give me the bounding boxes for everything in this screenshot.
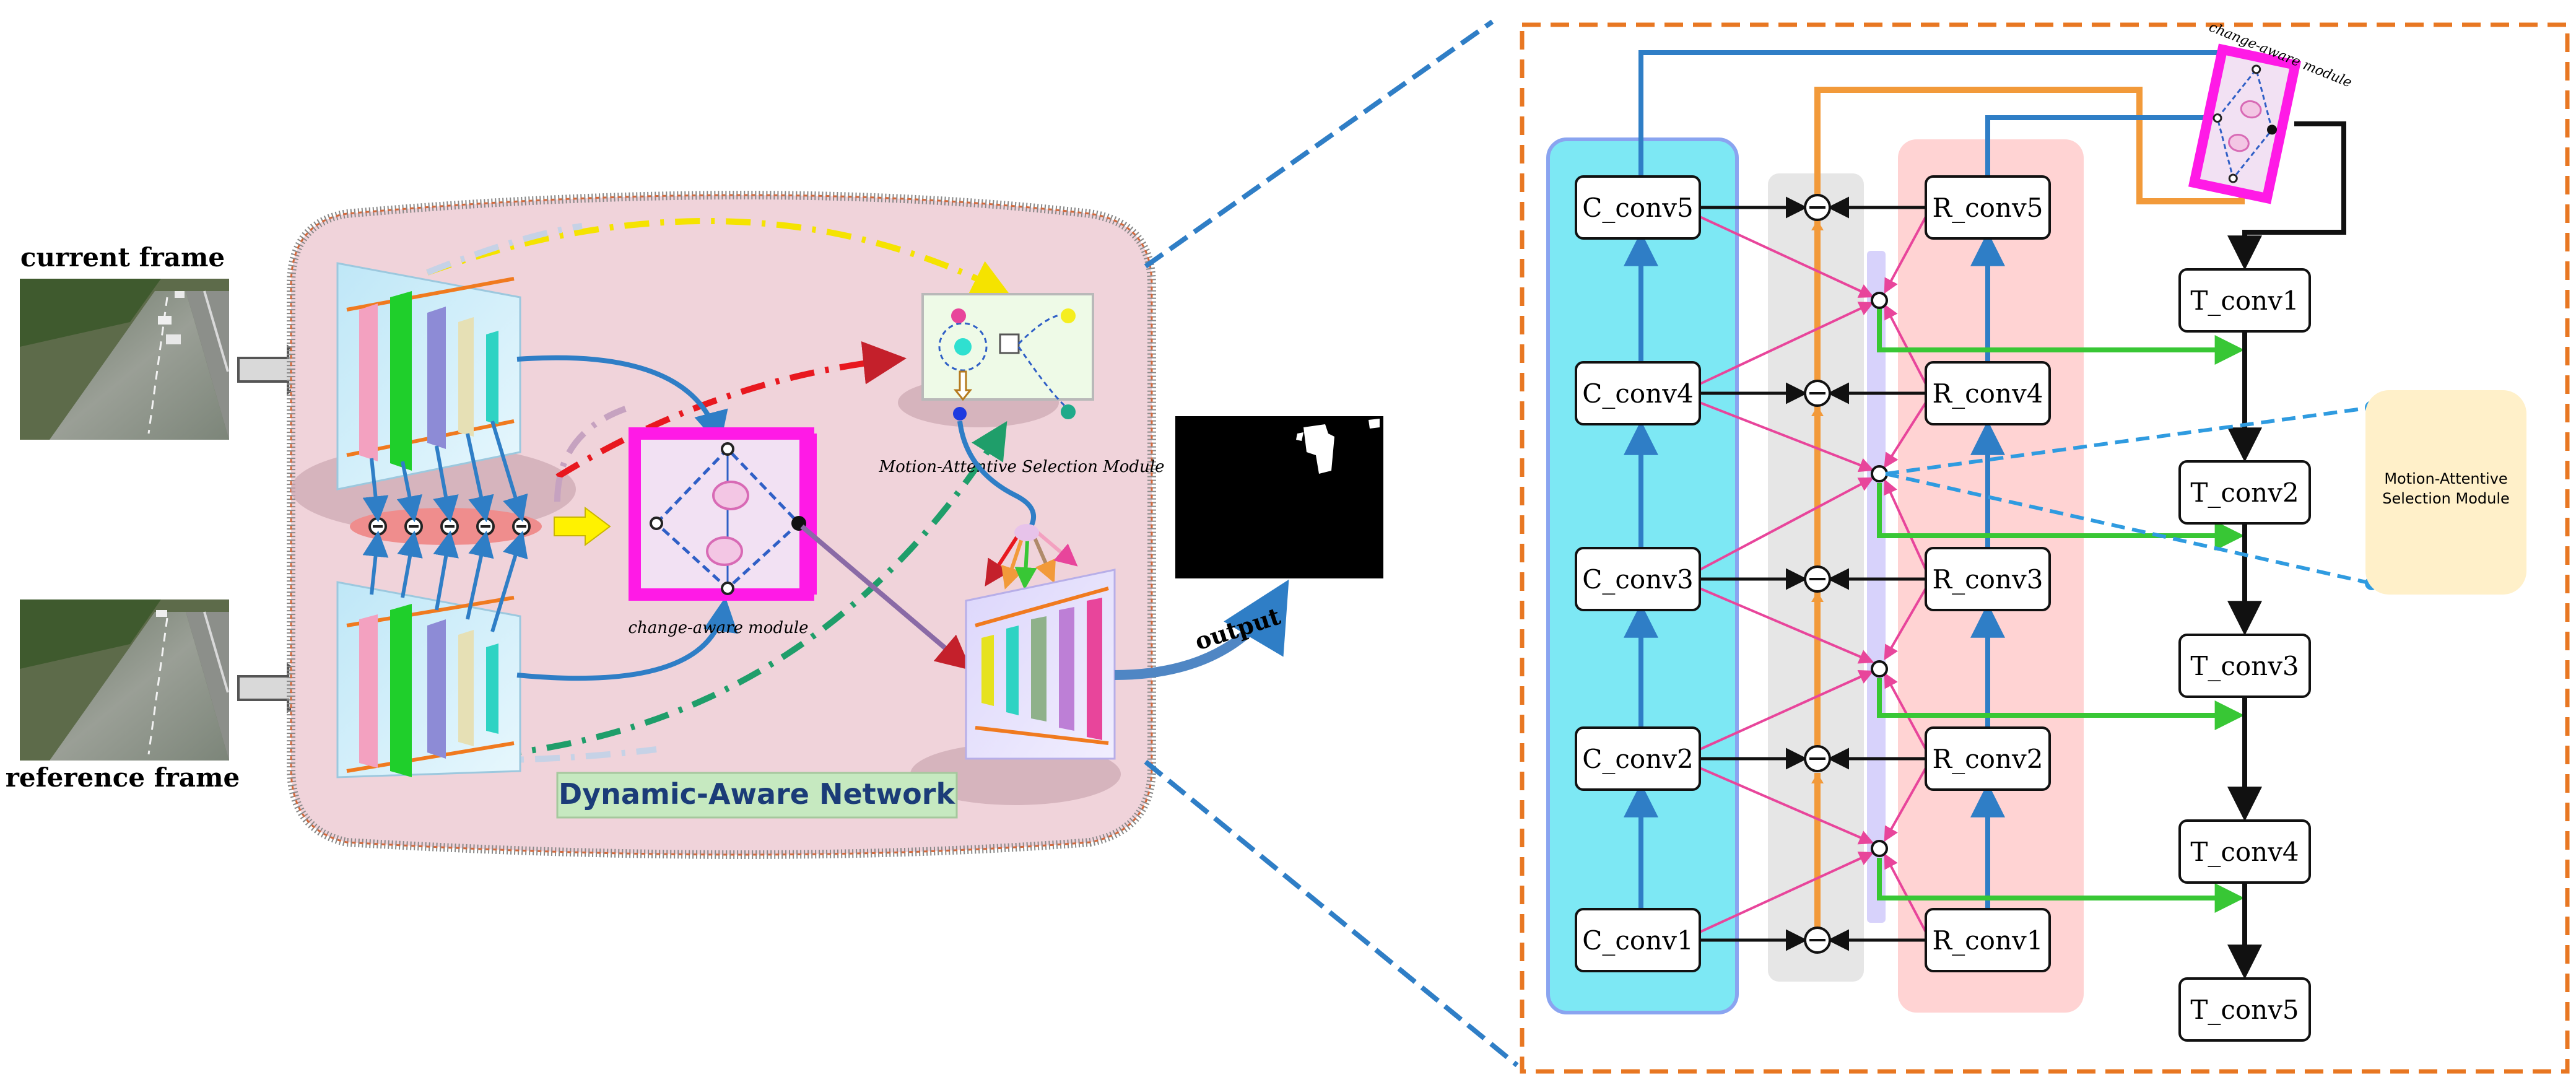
- skip-arc-red: [555, 341, 907, 480]
- motion-attentive-module-box: [2365, 390, 2526, 595]
- t-column-arrows: [2227, 121, 2346, 980]
- t-conv5-label: T_conv5: [2190, 995, 2299, 1025]
- current-frame-label: current frame: [20, 242, 225, 272]
- change-aware-label: change-aware module: [628, 619, 808, 637]
- t-conv1-label: T_conv1: [2190, 286, 2299, 316]
- motion-module-links: [1885, 406, 2372, 585]
- left-panel: current frame reference frame: [6, 191, 1383, 859]
- r-conv1-label: R_conv1: [1933, 925, 2043, 956]
- t-conv4-label: T_conv4: [2190, 837, 2299, 867]
- change-aware-module-small: [2188, 43, 2302, 204]
- minus-circle-icon: [368, 517, 531, 536]
- encoder-current: [336, 262, 521, 490]
- junction-circles: [1871, 292, 1888, 857]
- motion-attentive-module: [921, 293, 1094, 421]
- output-arrow: [1114, 579, 1289, 680]
- current-frame-image: [20, 279, 229, 440]
- network-title: Dynamic-Aware Network: [559, 777, 956, 811]
- r-conv2-label: R_conv2: [1933, 744, 2043, 774]
- c-conv3-label: C_conv3: [1582, 564, 1693, 595]
- reference-frame-label: reference frame: [6, 762, 240, 793]
- decoder: [965, 569, 1116, 760]
- encoder-reference: [336, 581, 521, 778]
- c-conv5-label: C_conv5: [1582, 193, 1693, 223]
- orange-arrowheads: [1811, 220, 1824, 783]
- r-layer-boxes: [1925, 175, 2051, 972]
- skip-arc-green: [445, 421, 1007, 762]
- green-links: [1877, 307, 2245, 913]
- network-title-box: [556, 772, 958, 819]
- r-conv5-label: R_conv5: [1933, 193, 2043, 223]
- r-conv4-label: R_conv4: [1933, 378, 2043, 409]
- arrow-right-icon: [554, 507, 611, 546]
- minus-links: [1700, 196, 1926, 951]
- encoder-links: [362, 421, 528, 632]
- zoom-line-bottom: [1144, 759, 1519, 1068]
- output-label: output: [1191, 602, 1284, 656]
- minus-circle-icon: [1804, 194, 1831, 954]
- output-mask-image: [1175, 416, 1383, 578]
- t-layer-boxes: [2178, 268, 2311, 1042]
- attention-bar: [1867, 251, 1886, 923]
- t-conv3-label: T_conv3: [2190, 651, 2299, 681]
- c-conv4-label: C_conv4: [1582, 378, 1693, 409]
- reference-frame-image: [20, 600, 229, 761]
- orange-path: [1814, 87, 2245, 944]
- t-conv2-label: T_conv2: [2190, 477, 2299, 508]
- r-conv3-label: R_conv3: [1933, 564, 2043, 595]
- zoom-line-top: [1144, 19, 1494, 269]
- c-conv1-label: C_conv1: [1582, 925, 1693, 956]
- detail-border: [1520, 22, 2570, 1074]
- c-conv2-label: C_conv2: [1582, 744, 1693, 774]
- c-layer-boxes: [1575, 175, 1701, 972]
- skip-arc-yellow: [426, 217, 1010, 295]
- pink-links: [1699, 216, 1927, 933]
- motion-module-label: Motion-Attentive Selection Module: [879, 458, 1165, 476]
- change-aware-module: [629, 427, 817, 601]
